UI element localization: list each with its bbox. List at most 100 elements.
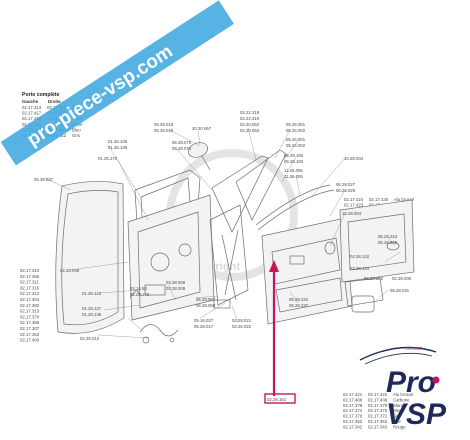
callout: 02.26.048 <box>60 268 80 273</box>
bottom-row-droite: 02.17.422 <box>368 392 388 397</box>
bottom-row-gauche: 02.17.408 <box>343 397 363 402</box>
callout: 05.28.225 <box>378 240 398 245</box>
right-color-row-gauche: 02.17.424 <box>344 197 364 202</box>
bottom-row-droite: 02.17.343 <box>368 424 388 429</box>
bottom-row-color: Gris <box>393 414 401 419</box>
logo-line2: VSP <box>386 398 447 431</box>
callout: 02.26.012 <box>80 336 100 341</box>
right-color-row-color: Alu brossé <box>394 197 415 202</box>
callout: 05.16.027 <box>194 318 214 323</box>
callout: 05.26.001 <box>286 122 306 127</box>
left-parts-list: 02.17.31002.17.36602.17.31102.17.31602.1… <box>20 268 40 343</box>
callout: 05.28.068 <box>196 303 216 308</box>
color-row-color: Bleu <box>72 127 81 132</box>
callout: 05.28.018 <box>154 122 174 127</box>
callout: 01.26.135 <box>108 139 128 144</box>
right-color-row-droite: 02.17.425 <box>369 197 389 202</box>
left-list-item: 02.17.304 <box>20 297 40 302</box>
callout: 05.28.160 <box>284 159 304 164</box>
logo-line1: Pro <box>386 366 436 399</box>
callout: 03.28.009 <box>166 286 186 291</box>
bottom-row-droite: 02.17.375 <box>368 408 388 413</box>
bottom-row-color: Rouge <box>393 424 406 429</box>
callout: 05.28.031 <box>390 288 410 293</box>
callout: 05.38.037 <box>34 177 54 182</box>
bottom-row-color: Bleu <box>393 408 402 413</box>
color-row-gauche: 02.17.418 <box>22 116 42 121</box>
bottom-row-droite: 02.17.379 <box>368 403 388 408</box>
highlight-arrow <box>264 260 296 404</box>
callout: 03.28.008 <box>166 280 186 285</box>
callout: 05.28.075 <box>172 140 192 145</box>
callout: 05.28.156 <box>284 153 304 158</box>
window-regulator <box>209 204 249 309</box>
color-row-color: Gris <box>72 133 80 138</box>
callout: 02.20.063 <box>240 128 260 133</box>
callout: 15.28.004 <box>342 211 362 216</box>
color-row-gauche: 02.17.417 <box>22 111 42 116</box>
left-list-item: 02.17.312 <box>20 291 40 296</box>
callout: 05.28.076 <box>172 146 192 151</box>
callout: 02.26.022 <box>232 324 252 329</box>
left-list-item: 02.17.316 <box>20 285 40 290</box>
left-list-item: 02.17.385 <box>20 320 40 325</box>
bottom-row-gauche: 02.17.342 <box>343 424 363 429</box>
callout: 05.26.001 <box>286 137 306 142</box>
left-list-item: 02.17.382 <box>20 303 40 308</box>
callout: 01.26.170 <box>98 156 118 161</box>
callout: 02.28.021 <box>232 318 252 323</box>
logo-tag: GROUP <box>406 346 423 351</box>
highlight-label: 02.28.161 <box>267 397 287 402</box>
callout: 01.28.120 <box>82 291 102 296</box>
bottom-row-gauche: 02.17.374 <box>343 408 363 413</box>
bottom-row-color: Carbone <box>393 397 410 402</box>
callout: 10.28.004 <box>344 156 364 161</box>
callout: 06.28.027 <box>336 182 356 187</box>
callout: 01.28.137 <box>82 306 102 311</box>
callout: 02.22.262 <box>364 276 384 281</box>
color-row-gauche: 02.17.313 <box>22 105 42 110</box>
left-list-item: 02.17.362 <box>20 332 40 337</box>
bottom-row-droite: 02.17.353 <box>368 419 388 424</box>
diagram-title: Porte complète <box>22 92 60 98</box>
callout: 05.28.237 <box>289 303 309 308</box>
banner-background <box>0 0 234 166</box>
callout: 02.22.319 <box>240 116 260 121</box>
callout: 05.28.017 <box>194 324 214 329</box>
callout: 05.28.019 <box>154 128 174 133</box>
bottom-row-droite: 02.17.409 <box>368 397 388 402</box>
left-list-item: 02.17.307 <box>20 326 40 331</box>
mirror <box>187 142 211 171</box>
left-list-item: 02.17.370 <box>20 314 40 319</box>
left-list-item: 02.17.311 <box>20 280 39 285</box>
callout: 05.28.224 <box>378 234 398 239</box>
left-list-item: 02.17.310 <box>20 268 40 273</box>
bottom-right-table: 02.17.421 02.17.422 Alu brossé 02.17.408 02.… <box>343 392 414 429</box>
callout: 02.14.53 <box>130 286 147 291</box>
bottom-row-color: Alu brossé <box>393 392 414 397</box>
glass-panels <box>211 149 287 233</box>
left-list-item: 02.17.366 <box>20 274 40 279</box>
right-color-row-gauche: 02.17.423 <box>344 203 364 208</box>
callout: 02.20.062 <box>240 122 260 127</box>
logo-dot <box>432 376 440 384</box>
provsp-logo: GROUP Pro VSP <box>359 346 447 431</box>
callout: 02.22.318 <box>240 110 260 115</box>
leader-lines <box>44 127 401 339</box>
callout: 02.28.172 <box>130 292 150 297</box>
trim-panel <box>339 199 415 283</box>
callout: 11.26.006 <box>284 168 303 173</box>
bottom-row-color: Blanc <box>393 403 405 408</box>
callout: 05.28.234 <box>289 297 309 302</box>
bottom-row-gauche: 02.17.352 <box>343 419 363 424</box>
bottom-row-droite: 02.17.371 <box>368 414 388 419</box>
bottom-row-gauche: 02.17.370 <box>343 414 363 419</box>
left-list-item: 02.17.400 <box>20 338 40 343</box>
callout: 05.26.002 <box>286 143 306 148</box>
callout: 11.26.006 <box>284 174 303 179</box>
callout: 02.28.124 <box>350 266 370 271</box>
callout: 06.28.028 <box>336 188 356 193</box>
bottom-row-gauche: 02.17.421 <box>343 392 363 397</box>
